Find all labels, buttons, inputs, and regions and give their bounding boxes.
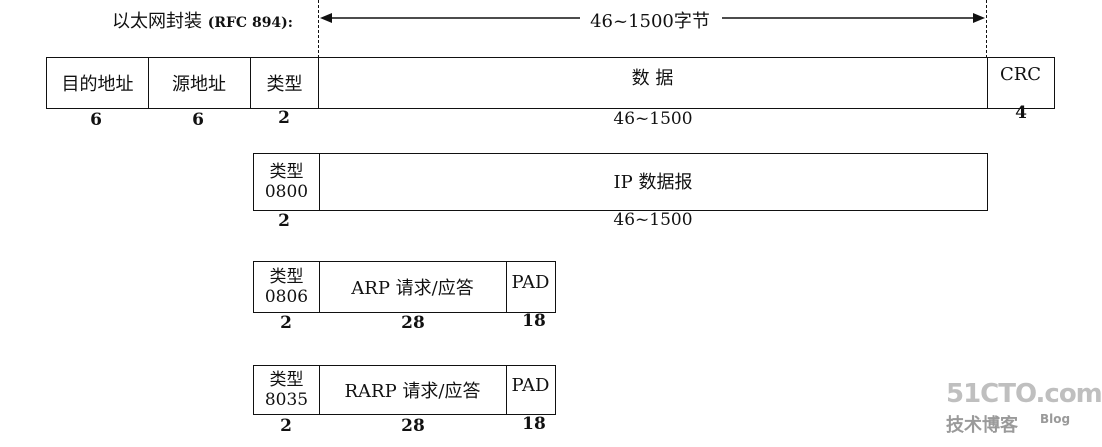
divider (319, 366, 320, 414)
dashed-guide-left (318, 0, 319, 58)
crc-label: CRC (999, 64, 1042, 85)
dest-address-field: 目的地址 (47, 58, 148, 108)
divider (987, 58, 988, 108)
watermark-sub: 技术博客 (946, 415, 1018, 436)
divider (250, 58, 251, 108)
divider (506, 366, 507, 414)
rfc-reference: (RFC 894): (207, 15, 293, 31)
size-type: 2 (278, 108, 290, 128)
encapsulation-title: 以太网封装 (112, 11, 202, 32)
arp-pad-label: PAD (511, 272, 550, 293)
ip-size-type: 2 (278, 211, 290, 231)
arp-type-field: 类型 0806 (254, 262, 319, 312)
ip-datagram-field: IP 数据报 (319, 154, 987, 210)
divider (319, 262, 320, 312)
size-dest: 6 (90, 110, 102, 130)
divider (148, 58, 149, 108)
crc-field: CRC (987, 58, 1054, 108)
encapsulation-label: 以太网封装 (RFC 894): (112, 7, 293, 33)
size-src: 6 (192, 110, 204, 130)
rarp-size-payload: 28 (401, 416, 425, 436)
watermark-site: 51CTO.com (946, 379, 1102, 409)
dashed-guide-right (986, 0, 987, 58)
ip-type-field: 类型 0800 (254, 154, 319, 210)
rarp-type-code: 8035 (264, 390, 309, 410)
dest-address-label: 目的地址 (61, 74, 134, 95)
size-data: 46~1500 (613, 109, 693, 129)
ethernet-frame: 目的地址 源地址 类型 数 据 CRC (46, 57, 1055, 109)
arp-type-label: 类型 (269, 267, 304, 287)
arp-type-code: 0806 (264, 287, 309, 307)
arp-payload-field: ARP 请求/应答 (319, 262, 506, 312)
size-crc: 4 (1015, 103, 1027, 123)
rarp-payload-field: RARP 请求/应答 (319, 366, 506, 414)
type-label: 类型 (266, 74, 303, 95)
data-label: 数 据 (631, 68, 674, 89)
rarp-type-field: 类型 8035 (254, 366, 319, 414)
divider (506, 262, 507, 312)
src-address-field: 源地址 (148, 58, 250, 108)
rarp-type-label: 类型 (269, 370, 304, 390)
ip-datagram-label: IP 数据报 (613, 172, 693, 193)
arp-frame: 类型 0806 ARP 请求/应答 PAD (253, 261, 556, 313)
divider (318, 58, 319, 108)
divider (319, 154, 320, 210)
data-field: 数 据 (318, 58, 987, 108)
watermark-blog: Blog (1040, 412, 1071, 426)
ip-type-code: 0800 (264, 182, 309, 202)
arp-pad-field: PAD (506, 262, 555, 312)
rarp-size-pad: 18 (522, 414, 546, 434)
rarp-size-type: 2 (280, 416, 292, 436)
ip-type-label: 类型 (269, 162, 304, 182)
rarp-payload-label: RARP 请求/应答 (344, 381, 481, 402)
type-field: 类型 (250, 58, 319, 108)
span-label: 46~1500字节 (580, 7, 720, 33)
ip-frame: 类型 0800 IP 数据报 (253, 153, 988, 211)
rarp-pad-field: PAD (506, 366, 555, 414)
arp-payload-label: ARP 请求/应答 (351, 278, 474, 299)
rarp-pad-label: PAD (511, 375, 550, 396)
rarp-frame: 类型 8035 RARP 请求/应答 PAD (253, 365, 556, 415)
ip-size-payload: 46~1500 (613, 210, 693, 230)
arp-size-payload: 28 (401, 313, 425, 333)
src-address-label: 源地址 (172, 74, 226, 95)
arp-size-pad: 18 (522, 311, 546, 331)
span-arrow (320, 13, 985, 23)
arp-size-type: 2 (280, 313, 292, 333)
